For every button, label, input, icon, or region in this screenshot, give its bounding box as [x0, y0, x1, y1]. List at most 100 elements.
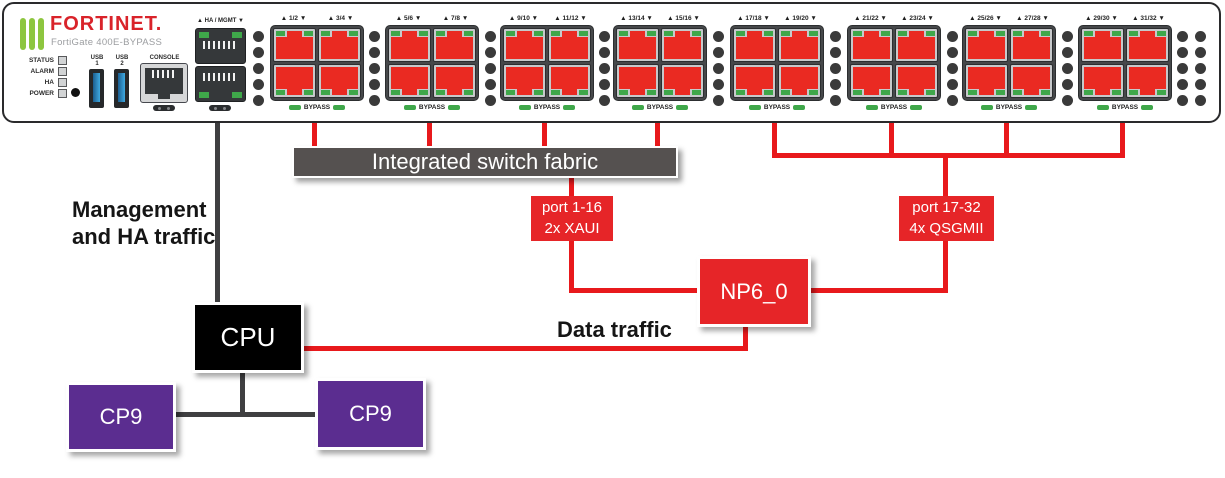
rj45-port-icon: [733, 64, 776, 98]
port-pair-label: ▲ 21/22 ▼: [854, 15, 887, 22]
port-group: ▲ 1/2 ▼▲ 3/4 ▼BYPASS: [270, 15, 364, 115]
cp9-right-box: CP9: [315, 378, 426, 450]
rj45-port-icon: [965, 64, 1008, 98]
led-indicator-icon: [58, 67, 67, 76]
port-group: ▲ 9/10 ▼▲ 11/12 ▼BYPASS: [500, 15, 594, 115]
management-line: [215, 123, 220, 303]
bypass-label: BYPASS: [1111, 104, 1139, 111]
vent-hole-icon: [1062, 63, 1073, 74]
fortinet-logo-bars-icon: [20, 18, 44, 50]
port1-16-bus-label: port 1-16 2x XAUI: [531, 196, 613, 241]
qsgmii-link-line: [1004, 123, 1009, 158]
vent-hole-icon: [369, 95, 380, 106]
rj45-port-icon: [616, 64, 659, 98]
bypass-row: BYPASS: [847, 104, 941, 111]
rj45-port-icon: [388, 64, 431, 98]
bypass-led-icon: [403, 105, 416, 110]
vent-hole-icon: [599, 47, 610, 58]
port-group: ▲ 21/22 ▼▲ 23/24 ▼BYPASS: [847, 15, 941, 115]
bypass-label: BYPASS: [533, 104, 561, 111]
rj45-port-icon: [1081, 28, 1124, 62]
bypass-led-icon: [333, 105, 346, 110]
rj45-port-icon: [503, 64, 546, 98]
vent-hole-icon: [830, 63, 841, 74]
vent-hole-icon: [947, 31, 958, 42]
vent-hole-icon: [369, 31, 380, 42]
vent-hole-icon: [1062, 95, 1073, 106]
port-pair-label: ▲ 1/2 ▼: [280, 15, 307, 22]
bypass-row: BYPASS: [613, 104, 707, 111]
vent-hole-icon: [485, 63, 496, 74]
vent-hole-icon: [830, 47, 841, 58]
vent-hole-icon: [1195, 63, 1206, 74]
vent-hole-icon: [1195, 95, 1206, 106]
vent-hole-icon: [369, 79, 380, 90]
vent-hole-icon: [1177, 63, 1188, 74]
bypass-label: BYPASS: [646, 104, 674, 111]
rj45-port-icon: [1010, 28, 1053, 62]
vent-hole-icon: [1195, 47, 1206, 58]
port-block: [847, 25, 941, 101]
vent-hole-icon: [1195, 79, 1206, 90]
usb2-label: USB 2: [115, 55, 129, 67]
vent-hole-icon: [947, 47, 958, 58]
vent-hole-icon: [1062, 79, 1073, 90]
port-block: [1078, 25, 1172, 101]
led-indicator-icon: [58, 89, 67, 98]
port-group: ▲ 17/18 ▼ ▲ 19/20 ▼ BYPASS: [730, 15, 824, 115]
port-group: ▲ 25/26 ▼▲ 27/28 ▼BYPASS: [962, 15, 1056, 115]
led-row: ALARM: [18, 66, 67, 77]
bypass-label: BYPASS: [763, 104, 791, 111]
vent-hole-icon: [253, 63, 264, 74]
vent-hole-icon: [1195, 31, 1206, 42]
bypass-label: BYPASS: [418, 104, 446, 111]
cp9-link-line: [176, 412, 316, 417]
bypass-led-icon: [288, 105, 301, 110]
vent-hole-icon: [485, 95, 496, 106]
vent-hole-icon: [1177, 47, 1188, 58]
bypass-row: BYPASS: [500, 104, 594, 111]
rj45-port-icon: [778, 28, 821, 62]
bypass-row: BYPASS: [730, 104, 824, 111]
bypass-row: BYPASS: [1078, 104, 1172, 111]
data-traffic-line: [302, 346, 748, 351]
port17-32-bus-label: port 17-32 4x QSGMII: [899, 196, 994, 241]
qsgmii-link-line: [1120, 123, 1125, 158]
bypass-led-icon: [1141, 105, 1154, 110]
management-traffic-label: Management and HA traffic: [72, 197, 216, 249]
port-group: ▲ 5/6 ▼▲ 7/8 ▼BYPASS: [385, 15, 479, 115]
port-pair-label: ▲ 17/18 ▼: [737, 15, 770, 22]
vent-hole-icon: [713, 79, 724, 90]
rj45-port-icon: [1126, 28, 1169, 62]
port-group: ▲ 29/30 ▼▲ 31/32 ▼BYPASS: [1078, 15, 1172, 115]
fabric-link-line: [542, 123, 547, 149]
rj45-port-icon: [1081, 64, 1124, 98]
vent-hole-icon: [253, 95, 264, 106]
bypass-led-icon: [1025, 105, 1038, 110]
rj45-port-icon: [1126, 64, 1169, 98]
led-label: ALARM: [30, 68, 54, 75]
fabric-link-line: [312, 123, 317, 149]
np6-box: NP6_0: [697, 256, 811, 327]
cp9-left-box: CP9: [66, 382, 176, 452]
vent-hole-icon: [713, 95, 724, 106]
bypass-led-icon: [865, 105, 878, 110]
vent-hole-icon: [1062, 47, 1073, 58]
port-pair-label: ▲ 19/20 ▼: [784, 15, 817, 22]
usb1-port: USB 1: [89, 55, 105, 108]
led-indicator-icon: [58, 78, 67, 87]
vent-hole-icon: [1177, 31, 1188, 42]
bypass-led-icon: [748, 105, 761, 110]
fabric-link-line: [427, 123, 432, 149]
vent-hole-icon: [485, 31, 496, 42]
ha-port-icon: [195, 28, 246, 64]
rj45-port-icon: [616, 28, 659, 62]
port-pair-label: ▲ 3/4 ▼: [327, 15, 354, 22]
integrated-switch-fabric-box: Integrated switch fabric: [292, 146, 678, 178]
label-holder: [209, 105, 231, 111]
vent-hole-icon: [830, 95, 841, 106]
vent-hole-icon: [947, 79, 958, 90]
vent-hole-icon: [830, 79, 841, 90]
rj45-console-icon: [140, 63, 188, 103]
